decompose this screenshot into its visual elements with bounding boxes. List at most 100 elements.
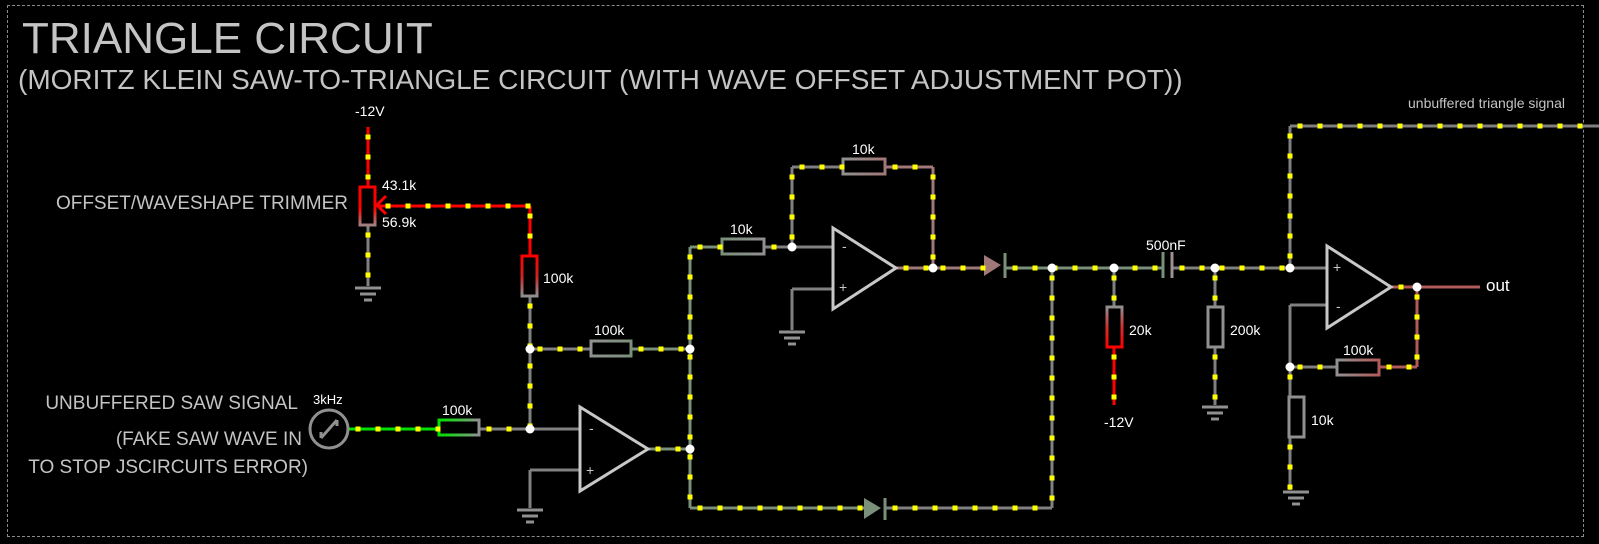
current-dot	[1287, 233, 1293, 239]
current-dot	[837, 505, 843, 511]
current-dot	[365, 154, 371, 160]
current-dot	[506, 426, 512, 432]
supply-top-label: -12V	[355, 103, 385, 119]
resistor-mid-100k[interactable]	[589, 339, 633, 358]
current-dot	[525, 203, 531, 209]
current-dot	[817, 505, 823, 511]
resistor-input-100k[interactable]	[437, 418, 481, 437]
current-dot	[405, 203, 411, 209]
cap-value: 500nF	[1146, 237, 1186, 253]
current-dot	[1497, 123, 1503, 129]
current-dot	[687, 294, 693, 300]
current-dot	[972, 505, 978, 511]
r-inv-fb-value: 10k	[852, 141, 876, 157]
current-dot	[1437, 123, 1443, 129]
current-dot	[1049, 295, 1055, 301]
r-hp-value: 200k	[1230, 322, 1261, 338]
current-dot	[1072, 265, 1078, 271]
trimmer-potentiometer[interactable]	[358, 185, 388, 227]
current-dot	[1212, 394, 1218, 400]
saw-label-2: (FAKE SAW WAVE IN	[116, 429, 302, 450]
current-dot	[789, 174, 795, 180]
current-dot	[375, 426, 381, 432]
current-dot	[992, 505, 998, 511]
current-dot	[486, 426, 492, 432]
resistor-gain-fb-100k[interactable]	[1335, 358, 1381, 377]
current-dot	[655, 446, 661, 452]
current-dot	[930, 234, 936, 240]
current-dot	[1049, 355, 1055, 361]
current-dot	[355, 426, 361, 432]
current-dot	[797, 505, 803, 511]
current-dot	[527, 303, 533, 309]
current-dot	[527, 323, 533, 329]
junction-nodes	[525, 242, 1422, 454]
resistor-inv-in-10k[interactable]	[720, 237, 766, 256]
page-title: TRIANGLE CIRCUIT	[22, 14, 433, 63]
r-inv-in-value: 10k	[730, 221, 754, 237]
pot-upper-value: 43.1k	[382, 177, 417, 193]
wiper-arrow-icon	[374, 194, 388, 216]
current-dot	[1049, 495, 1055, 501]
opamp-1[interactable]: - +	[578, 404, 651, 494]
current-dot	[1317, 364, 1323, 370]
resistor-offset-100k[interactable]	[520, 254, 539, 298]
current-dot	[1212, 354, 1218, 360]
junction-node	[525, 424, 535, 434]
opamp-3[interactable]: + -	[1325, 243, 1394, 331]
current-dot	[465, 203, 471, 209]
current-dot	[687, 434, 693, 440]
current-dot	[1517, 123, 1523, 129]
resistor-inv-fb-10k[interactable]	[841, 157, 887, 176]
opamp-2[interactable]: - +	[831, 225, 899, 312]
current-dot	[1111, 354, 1117, 360]
ground-icon	[355, 286, 381, 302]
resistor-bias-20k[interactable]	[1105, 305, 1124, 349]
current-dot	[1049, 335, 1055, 341]
diode-bottom[interactable]	[864, 498, 887, 520]
current-dot	[1111, 394, 1117, 400]
current-dot	[1092, 265, 1098, 271]
current-dot	[365, 134, 371, 140]
junction-node	[685, 344, 695, 354]
current-dot	[1287, 173, 1293, 179]
out-label: out	[1486, 276, 1510, 295]
current-dot	[445, 203, 451, 209]
current-dot	[1212, 374, 1218, 380]
diode-top[interactable]	[984, 253, 1007, 278]
current-dot	[527, 213, 533, 219]
junction-node	[1285, 362, 1295, 372]
current-dot	[912, 164, 918, 170]
r-offset-value: 100k	[543, 270, 574, 286]
trimmer-label: OFFSET/WAVESHAPE TRIMMER	[56, 193, 348, 214]
current-dot	[1199, 265, 1205, 271]
resistor-gain-gnd-10k[interactable]	[1287, 395, 1306, 439]
current-dot	[1049, 415, 1055, 421]
current-dot	[757, 505, 763, 511]
current-dot	[1049, 375, 1055, 381]
current-dot	[1012, 505, 1018, 511]
current-dot	[771, 244, 777, 250]
current-dot	[537, 346, 543, 352]
saw-source[interactable]	[308, 408, 350, 450]
r-gain-fb-value: 100k	[1343, 342, 1374, 358]
current-dot	[1111, 275, 1117, 281]
components: - + - + + -	[308, 157, 1394, 524]
current-dot	[687, 474, 693, 480]
current-dot	[385, 203, 391, 209]
current-dot	[1287, 484, 1293, 490]
current-dot	[1239, 265, 1245, 271]
current-dot	[697, 505, 703, 511]
current-dot	[717, 244, 723, 250]
current-dot	[395, 426, 401, 432]
resistor-hp-200k[interactable]	[1206, 305, 1225, 349]
capacitor-500nf[interactable]	[1161, 252, 1174, 278]
current-dot	[892, 164, 898, 170]
current-dot	[1386, 364, 1392, 370]
current-dot	[687, 374, 693, 380]
opamp-3-plus: +	[1333, 259, 1341, 275]
current-dots	[355, 123, 1583, 511]
current-dot	[1377, 123, 1383, 129]
current-dot	[1279, 265, 1285, 271]
